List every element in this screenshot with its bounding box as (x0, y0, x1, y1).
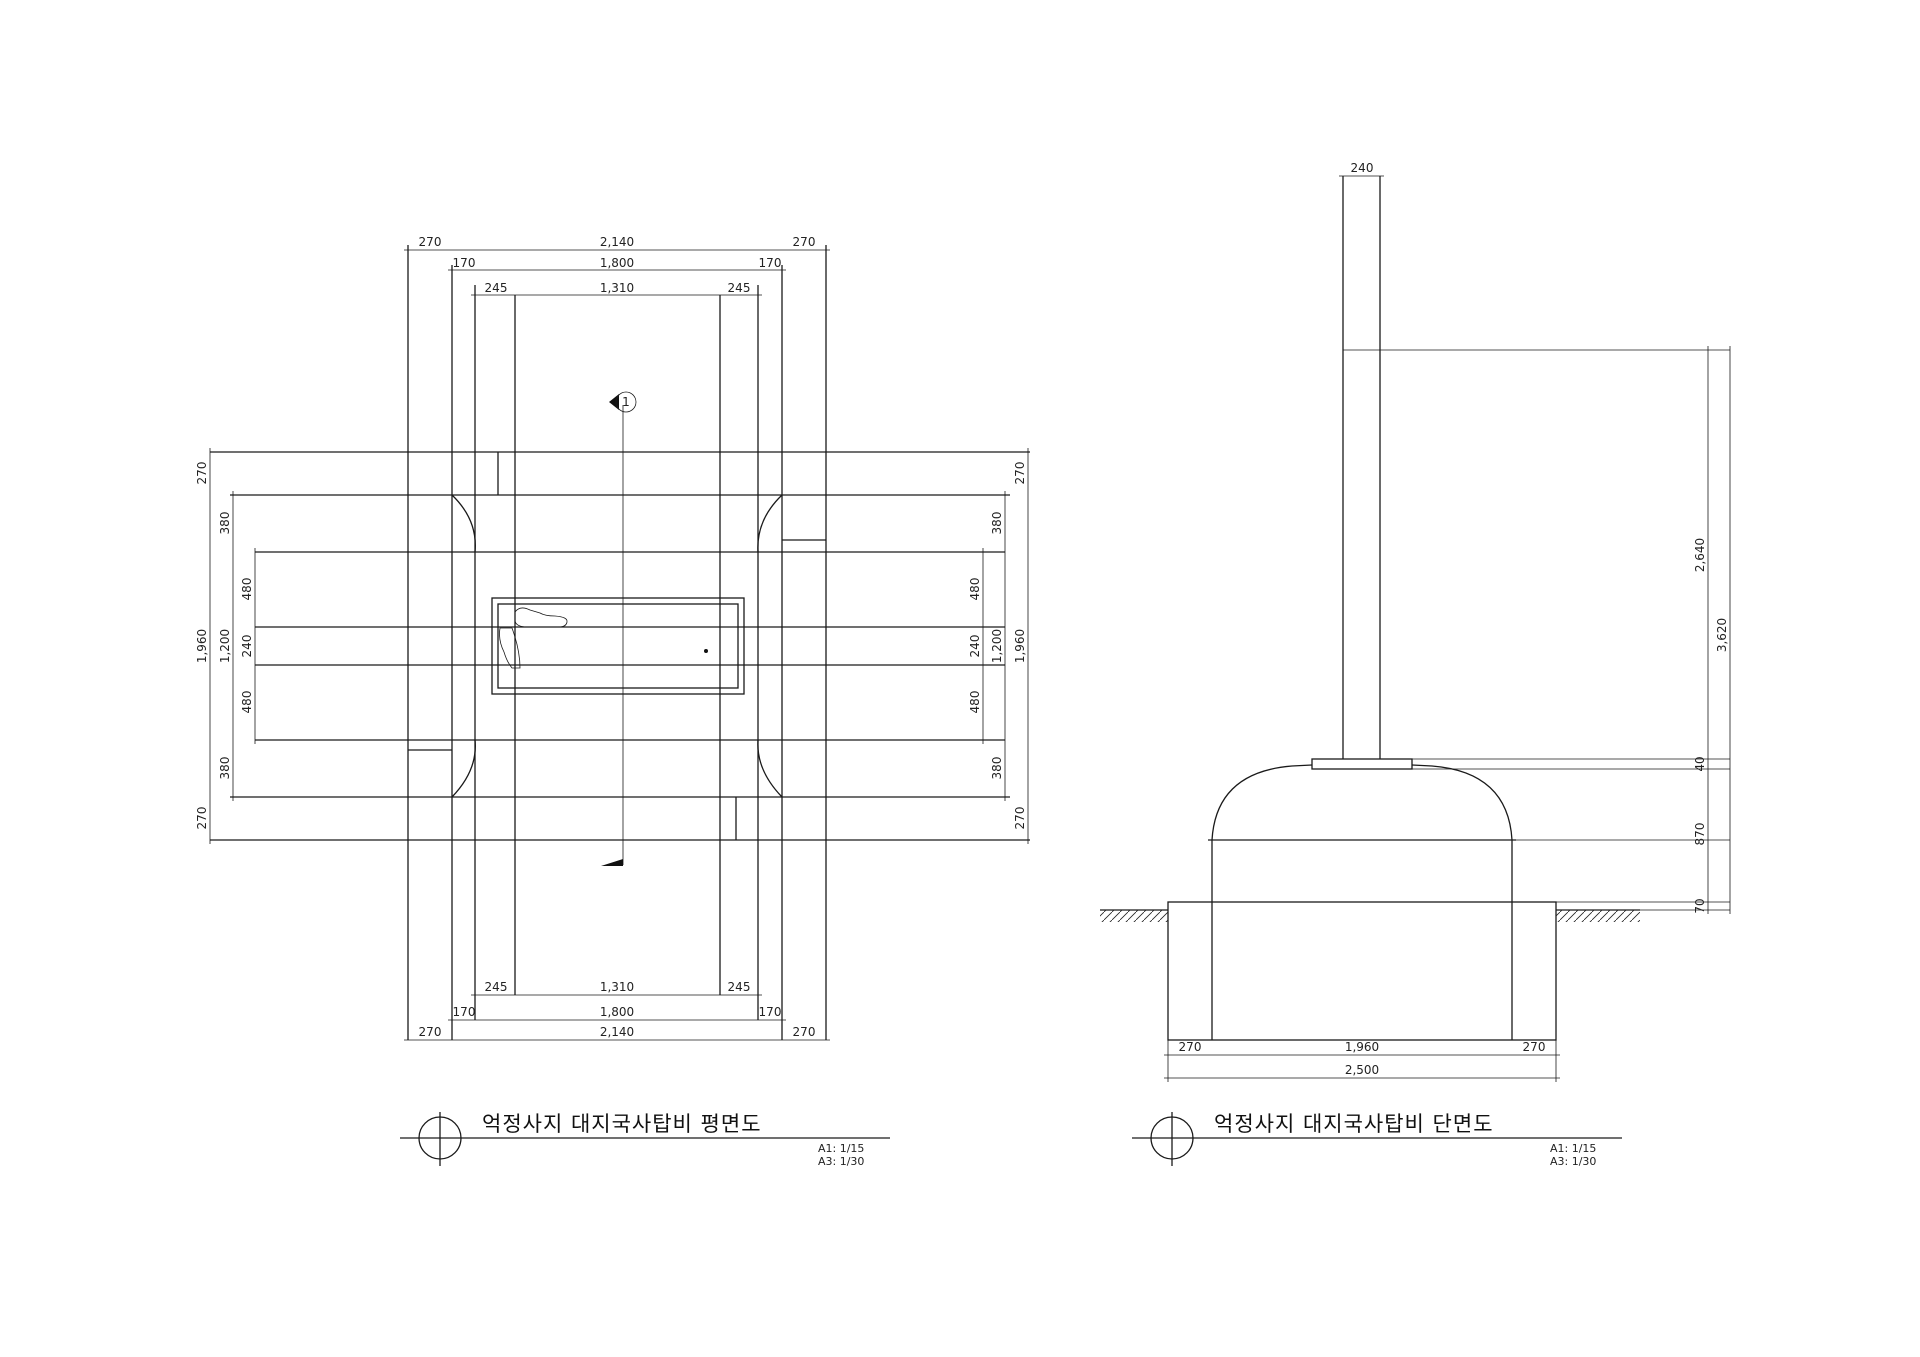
section-marker-circle (615, 391, 637, 413)
dim-right-inner-top: 480 (968, 578, 982, 601)
dim-bot-outer-mid: 2,140 (600, 1025, 634, 1039)
plan-left-dimensions: 270 1,960 270 380 1,200 380 480 240 480 (195, 448, 256, 844)
section-title-block: 억정사지 대지국사탑비 단면도 A1: 1/15 A3: 1/30 (1132, 1112, 1622, 1168)
dim-bot-inner-right: 245 (728, 980, 751, 994)
dim-left-outer-top: 270 (195, 462, 209, 485)
section-marker-label: 1 (622, 395, 630, 409)
dim-top-inner-left: 245 (485, 281, 508, 295)
dim-joint: 40 (1693, 756, 1707, 771)
dim-bottom-total: 2,500 (1345, 1063, 1379, 1077)
dim-left-inner-mid: 240 (240, 635, 254, 658)
plan-top-dimensions: 270 2,140 270 170 1,800 170 245 1,310 24… (404, 235, 830, 296)
dim-left-inner-top: 480 (240, 578, 254, 601)
plan-scale-a1: A1: 1/15 (818, 1142, 864, 1155)
plan-title: 억정사지 대지국사탑비 평면도 (482, 1112, 762, 1136)
plan-view: 1 270 2,140 270 170 1,800 170 245 1,310 … (195, 235, 1030, 1168)
dim-right-outer-bot: 270 (1013, 807, 1027, 830)
dim-right-outer-top: 270 (1013, 462, 1027, 485)
dim-left-inner-bot: 480 (240, 691, 254, 714)
section-scale-a3: A3: 1/30 (1550, 1155, 1596, 1168)
dim-ground: 70 (1693, 898, 1707, 913)
section-bottom-dimensions: 270 1,960 270 2,500 (1164, 1040, 1560, 1082)
dim-right-mid-bot: 380 (990, 757, 1004, 780)
dim-top-mid-left: 170 (453, 256, 476, 270)
dim-bottom-mid: 1,960 (1345, 1040, 1379, 1054)
dim-left-mid-mid: 1,200 (218, 629, 232, 663)
dim-bot-mid-right: 170 (759, 1005, 782, 1019)
dim-top-inner-right: 245 (728, 281, 751, 295)
dim-left-mid-bot: 380 (218, 757, 232, 780)
dim-bot-outer-left: 270 (419, 1025, 442, 1039)
dim-bot-inner-mid: 1,310 (600, 980, 634, 994)
section-base (1208, 758, 1730, 1040)
dim-right-outer-mid: 1,960 (1013, 629, 1027, 663)
dim-top-outer-right: 270 (793, 235, 816, 249)
dim-left-outer-bot: 270 (195, 807, 209, 830)
dim-right-mid-mid: 1,200 (990, 629, 1004, 663)
plan-title-block: 억정사지 대지국사탑비 평면도 A1: 1/15 A3: 1/30 (400, 1112, 890, 1168)
section-right-dimensions: 2,640 3,620 40 870 70 (1693, 346, 1731, 914)
dim-right-mid-top: 380 (990, 512, 1004, 535)
plan-horizontal-lines (210, 451, 1030, 841)
dim-stele-width: 240 (1351, 161, 1374, 175)
dim-right-inner-mid: 240 (968, 635, 982, 658)
section-ground (1100, 901, 1730, 1041)
dim-left-mid-top: 380 (218, 512, 232, 535)
dim-left-outer-mid: 1,960 (195, 629, 209, 663)
dim-bottom-left: 270 (1179, 1040, 1202, 1054)
ground-hatch-left (1100, 910, 1168, 922)
section-title: 억정사지 대지국사탑비 단면도 (1214, 1112, 1494, 1136)
plan-base-curves (408, 452, 826, 840)
section-view: 240 2,640 3,620 40 870 70 270 1,960 270 … (1100, 161, 1731, 1168)
plan-vertical-lines (407, 245, 827, 1040)
dim-upper-height: 2,640 (1693, 538, 1707, 572)
section-stele (1342, 176, 1730, 760)
dim-top-outer-left: 270 (419, 235, 442, 249)
section-scale-a1: A1: 1/15 (1550, 1142, 1596, 1155)
dim-top-mid-mid: 1,800 (600, 256, 634, 270)
plan-stele-slab (491, 597, 745, 695)
ground-hatch-right (1556, 910, 1640, 922)
dim-right-inner-bot: 480 (968, 691, 982, 714)
plan-bottom-dimensions: 245 1,310 245 170 1,800 170 270 2,140 27… (404, 980, 830, 1041)
dim-base-height: 870 (1693, 823, 1707, 846)
plan-right-dimensions: 270 1,960 270 380 1,200 380 480 240 480 (968, 448, 1029, 844)
dim-bottom-right: 270 (1523, 1040, 1546, 1054)
dim-top-inner-mid: 1,310 (600, 281, 634, 295)
dim-top-mid-right: 170 (759, 256, 782, 270)
dim-bot-mid-left: 170 (453, 1005, 476, 1019)
dim-total-height: 3,620 (1715, 618, 1729, 652)
dim-bot-mid-mid: 1,800 (600, 1005, 634, 1019)
section-top-dimension: 240 (1339, 161, 1384, 177)
dim-bot-outer-right: 270 (793, 1025, 816, 1039)
dim-bot-inner-left: 245 (485, 980, 508, 994)
plan-section-cut-line: 1 (601, 391, 637, 866)
plan-scale-a3: A3: 1/30 (818, 1155, 864, 1168)
dim-top-outer-mid: 2,140 (600, 235, 634, 249)
